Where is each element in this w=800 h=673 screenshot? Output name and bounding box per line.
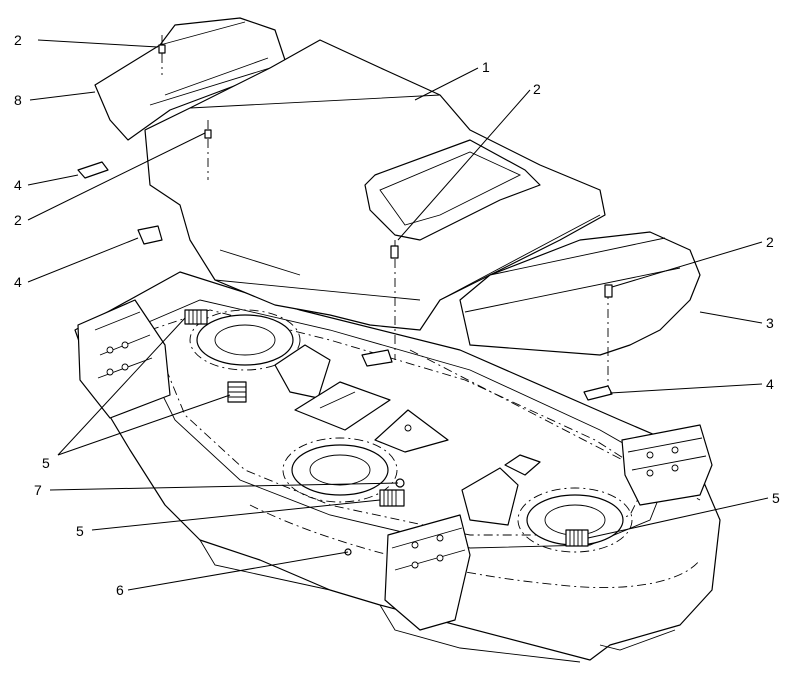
hanger-bracket-right <box>621 424 713 506</box>
plate-4d <box>361 349 393 367</box>
bumper-5a <box>184 309 208 325</box>
callout-8: 8 <box>14 92 22 108</box>
hanger-bracket-left <box>77 299 171 419</box>
callout-5-left: 5 <box>42 455 50 471</box>
bolt-2c <box>204 129 212 139</box>
plate-4b <box>137 225 163 245</box>
bumper-5d <box>565 529 589 547</box>
callout-5-center: 5 <box>76 523 84 539</box>
callout-2-right: 2 <box>766 234 774 250</box>
deck-cover-main <box>144 39 606 331</box>
callout-7: 7 <box>34 482 42 498</box>
small-bracket-center <box>504 454 541 476</box>
callout-2-center: 2 <box>533 81 541 97</box>
bolt-2b <box>390 245 399 259</box>
bolt-2a <box>158 42 166 55</box>
callout-5-right: 5 <box>772 490 780 506</box>
hanger-bracket-front <box>384 514 471 631</box>
triangle-plate <box>374 409 449 453</box>
callout-4-right: 4 <box>766 376 774 392</box>
callout-2-top-left: 2 <box>14 32 22 48</box>
callout-6: 6 <box>116 582 124 598</box>
callout-4-upper-left: 4 <box>14 177 22 193</box>
belt-guard-left <box>274 344 331 399</box>
bolt-2d <box>604 284 613 298</box>
belt-guard-right <box>461 467 519 526</box>
idler-bracket-slotted <box>294 381 391 431</box>
bumper-5b <box>227 381 247 403</box>
plate-4c <box>583 385 613 401</box>
mower-deck <box>74 271 721 663</box>
callout-labels: 2 8 1 2 4 2 4 2 3 4 5 7 5 5 6 <box>14 32 780 598</box>
bumper-5c <box>379 489 405 507</box>
leader-lines <box>27 39 769 591</box>
deck-cover-right <box>459 231 701 356</box>
callout-1: 1 <box>482 59 490 75</box>
callout-2-mid-left: 2 <box>14 212 22 228</box>
cover-handle-recess <box>364 139 541 241</box>
callout-3: 3 <box>766 315 774 331</box>
spindle-opening-right <box>517 487 633 553</box>
plate-4a <box>77 161 109 179</box>
spindle-opening-left <box>189 309 301 371</box>
callout-4-mid-left: 4 <box>14 274 22 290</box>
spindle-opening-center <box>282 437 398 503</box>
